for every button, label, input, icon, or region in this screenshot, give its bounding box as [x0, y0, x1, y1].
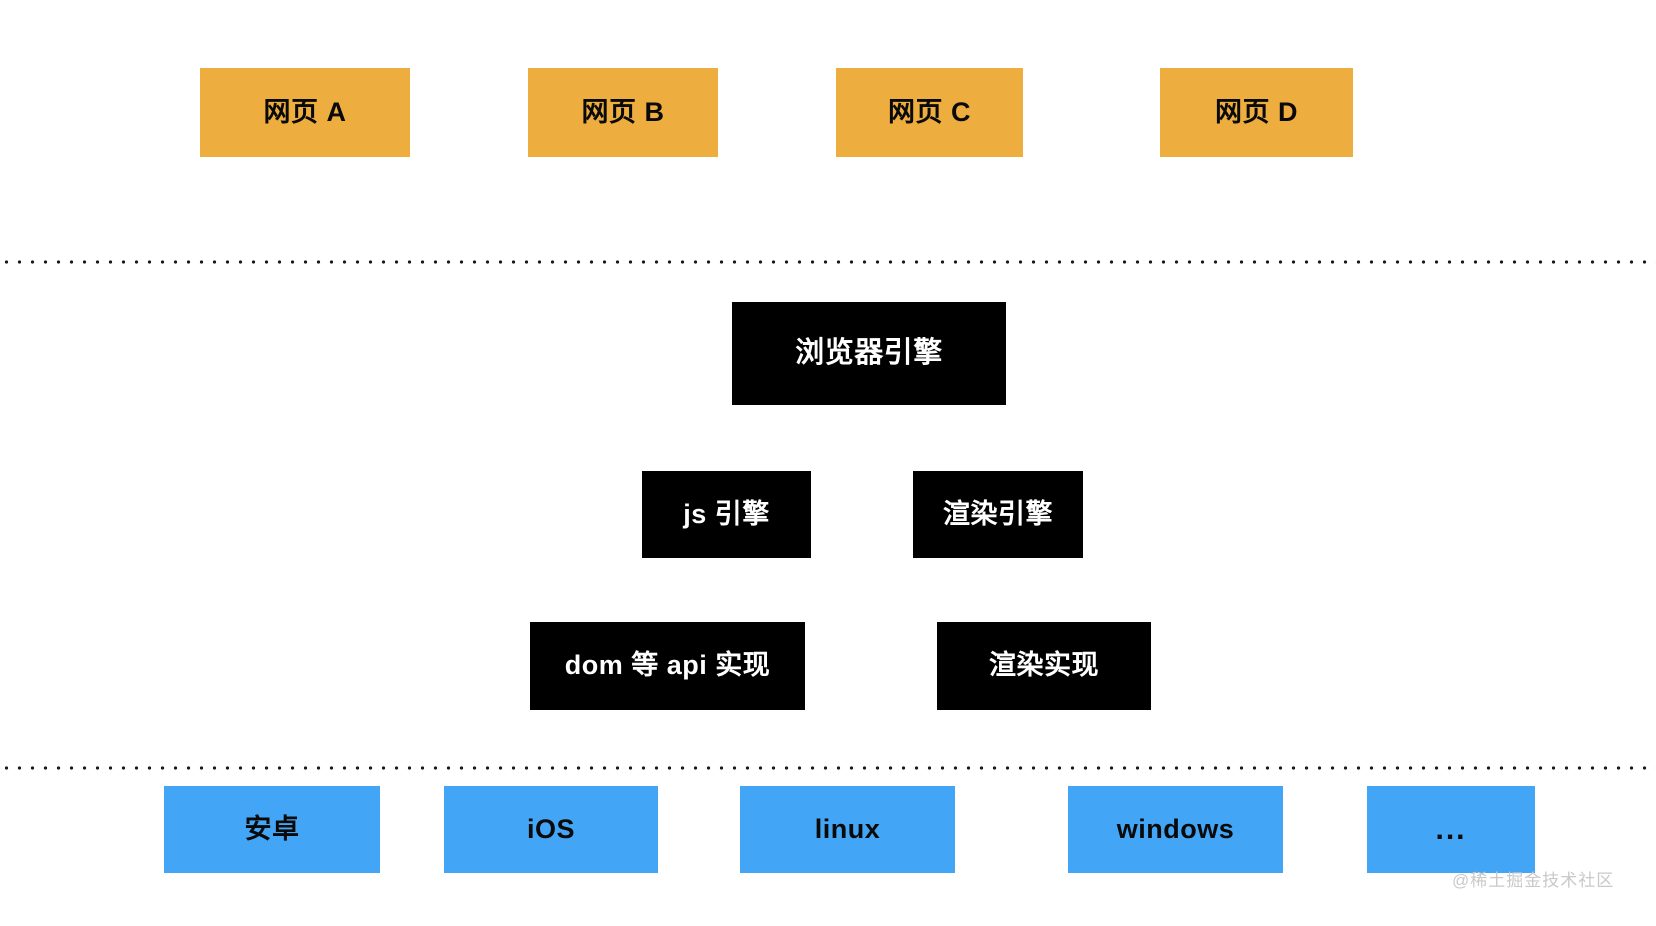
os-box-linux: linux	[740, 786, 955, 873]
os-box-android: 安卓	[164, 786, 380, 873]
os-box-windows: windows	[1068, 786, 1283, 873]
os-label-linux: linux	[814, 813, 881, 844]
web-page-box-d: 网页 D	[1160, 68, 1353, 157]
browser-engine-box: 浏览器引擎	[732, 302, 1006, 405]
divider-top	[0, 260, 1656, 264]
render-implementation-label: 渲染实现	[989, 650, 1099, 681]
os-label-ios: iOS	[526, 813, 575, 844]
web-page-box-c: 网页 C	[836, 68, 1023, 157]
render-engine-label: 渲染引擎	[943, 498, 1053, 529]
os-label-android: 安卓	[244, 813, 300, 844]
web-page-box-b: 网页 B	[528, 68, 718, 157]
web-page-label-c: 网页 C	[888, 96, 971, 127]
os-label-more: ...	[1435, 813, 1467, 846]
web-page-label-d: 网页 D	[1215, 96, 1298, 127]
render-implementation-box: 渲染实现	[937, 622, 1151, 710]
os-box-ios: iOS	[444, 786, 658, 873]
dom-api-implementation-label: dom 等 api 实现	[564, 650, 771, 681]
divider-bottom	[0, 766, 1656, 770]
browser-engine-label: 浏览器引擎	[795, 336, 943, 369]
render-engine-box: 渲染引擎	[913, 471, 1083, 558]
os-box-more: ...	[1367, 786, 1535, 873]
web-page-box-a: 网页 A	[200, 68, 410, 157]
os-label-windows: windows	[1116, 813, 1235, 844]
watermark: @稀土掘金技术社区	[1452, 866, 1614, 891]
js-engine-box: js 引擎	[642, 471, 811, 558]
js-engine-label: js 引擎	[683, 498, 770, 529]
web-page-label-a: 网页 A	[263, 96, 347, 127]
dom-api-implementation-box: dom 等 api 实现	[530, 622, 805, 710]
watermark-text: @稀土掘金技术社区	[1452, 871, 1615, 890]
web-page-label-b: 网页 B	[581, 96, 665, 127]
